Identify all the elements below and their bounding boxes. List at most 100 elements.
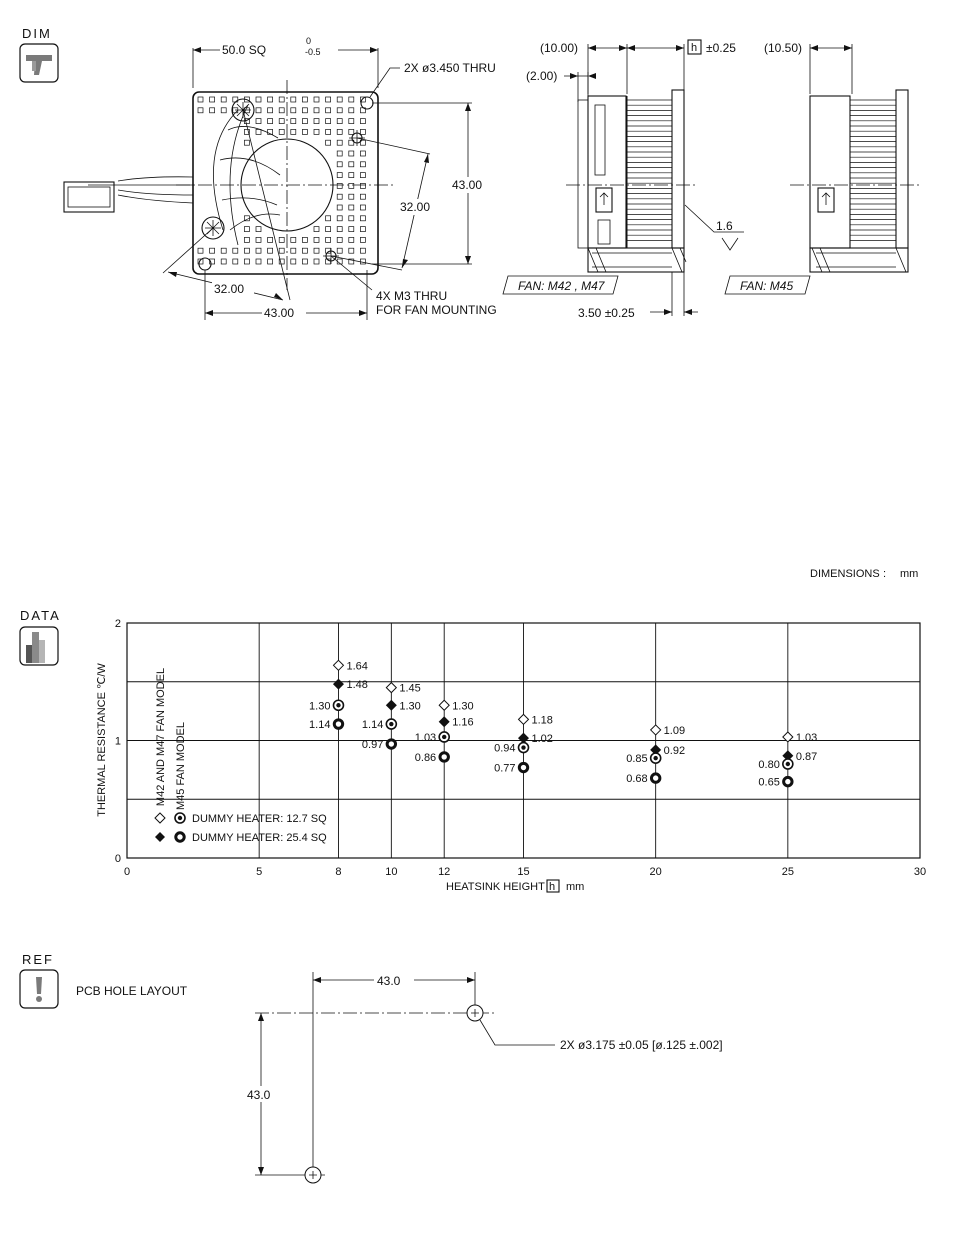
chart-data-label: 1.30 (452, 700, 473, 712)
dim-height-43-label: 43.00 (452, 178, 482, 192)
chart-x-tick-label: 12 (438, 866, 450, 878)
heatsink-top-view (63, 80, 396, 290)
dim-section: DIM (19, 26, 920, 580)
chart-x-tick-label: 5 (256, 866, 262, 878)
legend-item-12-7: DUMMY HEATER: 12.7 SQ (192, 813, 327, 825)
dim-height-43: 43.00 (372, 102, 490, 265)
chart-y-ticks: 0 1 2 (115, 618, 121, 865)
chart-x-tick-label: 15 (517, 866, 529, 878)
chart-data-label: 1.09 (664, 725, 685, 737)
pcb-hole-bottom-left (304, 1166, 322, 1184)
chart-point-target-circle (649, 752, 662, 764)
chart-data-label: 0.92 (664, 745, 685, 757)
holes-4x-callout-line2: FOR FAN MOUNTING (376, 303, 497, 317)
legend-filled-diamond-marker (155, 832, 165, 842)
chart-x-axis-h-box (546, 879, 560, 893)
dim-width-43-bottom: 43.00 (204, 270, 368, 321)
chart-point-target-circle (517, 741, 530, 754)
chart-point-filled-diamond (782, 750, 794, 762)
chart-x-tick-label: 8 (335, 866, 341, 878)
fan-label-m42-m47: FAN: M42 , M47 (518, 279, 606, 293)
side-dim-h-symbol: h (691, 42, 697, 54)
bar-chart-icon (19, 626, 59, 666)
chart-x-axis-symbol: h (549, 881, 555, 893)
side-view-m42-m47: (10.00) h ±0.25 (2.00) 1.6 (502, 39, 744, 320)
chart-data-label: 0.87 (796, 751, 817, 763)
side-fins-2 (849, 96, 896, 248)
thru-hole-top-right (360, 96, 374, 110)
chart-legend: DUMMY HEATER: 12.7 SQ DUMMY HEATER: 25.4… (154, 812, 327, 844)
dim-diagonal-32-right-label: 32.00 (400, 200, 430, 214)
chart-data-label: 0.68 (626, 773, 647, 785)
chart-vertical-note-m42-m47: M42 AND M47 FAN MODEL (155, 668, 167, 806)
chart-point-filled-diamond (332, 678, 344, 690)
chart-data-label: 1.30 (399, 700, 420, 712)
chart-data-labels: 1.641.451.301.181.091.031.481.301.161.02… (309, 660, 817, 788)
chart-data-label: 0.97 (362, 739, 383, 751)
holes-4x-callout-line1: 4X M3 THRU (376, 289, 447, 303)
chart-point-filled-diamond (650, 744, 662, 756)
pcb-hole-layout-title: PCB HOLE LAYOUT (76, 984, 188, 998)
chart-x-axis-unit: mm (566, 881, 584, 893)
chart-x-tick-label: 10 (385, 866, 397, 878)
chart-point-bold-ring (438, 751, 450, 763)
data-section-title: DATA (20, 608, 61, 623)
fan-label-m45: FAN: M45 (740, 279, 793, 293)
chart-point-target-circle (332, 699, 345, 712)
chart-y-tick-label: 0 (115, 853, 121, 865)
chart-y-tick-label: 2 (115, 618, 121, 630)
chart-point-filled-diamond (438, 716, 450, 728)
chart-point-open-diamond (332, 659, 345, 672)
chart-point-bold-ring (385, 738, 398, 750)
heatsink-fin-grid (197, 96, 366, 265)
chart-data-label: 0.94 (494, 743, 515, 755)
pcb-hole-top-right (466, 1004, 484, 1022)
dim-section-title: DIM (22, 26, 52, 41)
chart-point-target-circle (385, 718, 398, 730)
chart-point-open-diamond (517, 713, 530, 726)
legend-bold-ring-marker (174, 831, 186, 843)
dim-width-tol-upper: 0 (306, 36, 311, 46)
chart-x-tick-label: 30 (914, 866, 926, 878)
chart-y-axis-label: THERMAL RESISTANCE ℃/W (96, 663, 108, 817)
chart-data-label: 1.30 (309, 700, 330, 712)
ref-section-title: REF (22, 952, 54, 967)
chart-x-tick-label: 0 (124, 866, 130, 878)
side-view-m45: (10.50) FAN: M45 (724, 41, 920, 295)
units-note-sep: : (883, 568, 886, 580)
dim-width-label: 50.0 SQ (222, 43, 266, 57)
side-dim-2: (2.00) (526, 69, 557, 83)
chart-point-bold-ring (782, 775, 794, 788)
chart-data-label: 0.86 (415, 752, 436, 764)
chart-vertical-note-m45: M45 FAN MODEL (175, 722, 187, 810)
legend-open-diamond-marker (154, 812, 166, 824)
units-note-label: DIMENSIONS (810, 568, 880, 580)
chart-x-axis-label: HEATSINK HEIGHT (446, 881, 545, 893)
ref-section: REF PCB HOLE LAYOUT 43.0 43.0 (19, 952, 723, 1184)
chart-data-label: 1.14 (309, 719, 330, 731)
chart-x-tick-label: 20 (650, 866, 662, 878)
dim-width-tol-lower: -0.5 (305, 47, 321, 57)
chart-point-bold-ring (332, 718, 345, 730)
chart-point-bold-ring (649, 772, 662, 784)
chart-marks (332, 659, 794, 788)
dim-3-5-label: 3.50 ±0.25 (578, 306, 635, 320)
chart-point-open-diamond (438, 699, 450, 711)
chart-data-label: 0.77 (494, 763, 515, 775)
ref-dim-vertical: 43.0 (247, 1088, 271, 1102)
dim-diagonal-32-bottom-label: 32.00 (214, 282, 244, 296)
chart-y-tick-label: 1 (115, 736, 121, 748)
chart-data-label: 0.65 (758, 777, 779, 789)
chart-data-label: 1.64 (346, 660, 367, 672)
side-dim-h-tol: ±0.25 (706, 41, 736, 55)
chart-data-label: 1.16 (452, 717, 473, 729)
dim-diagonal-32-right: 32.00 (330, 137, 438, 271)
chart-point-open-diamond (782, 731, 794, 743)
chart-data-label: 1.03 (796, 732, 817, 744)
units-note-unit: mm (900, 568, 918, 580)
caliper-icon (19, 43, 59, 83)
dim-width-50: 50.0 SQ 0 -0.5 (192, 36, 379, 88)
